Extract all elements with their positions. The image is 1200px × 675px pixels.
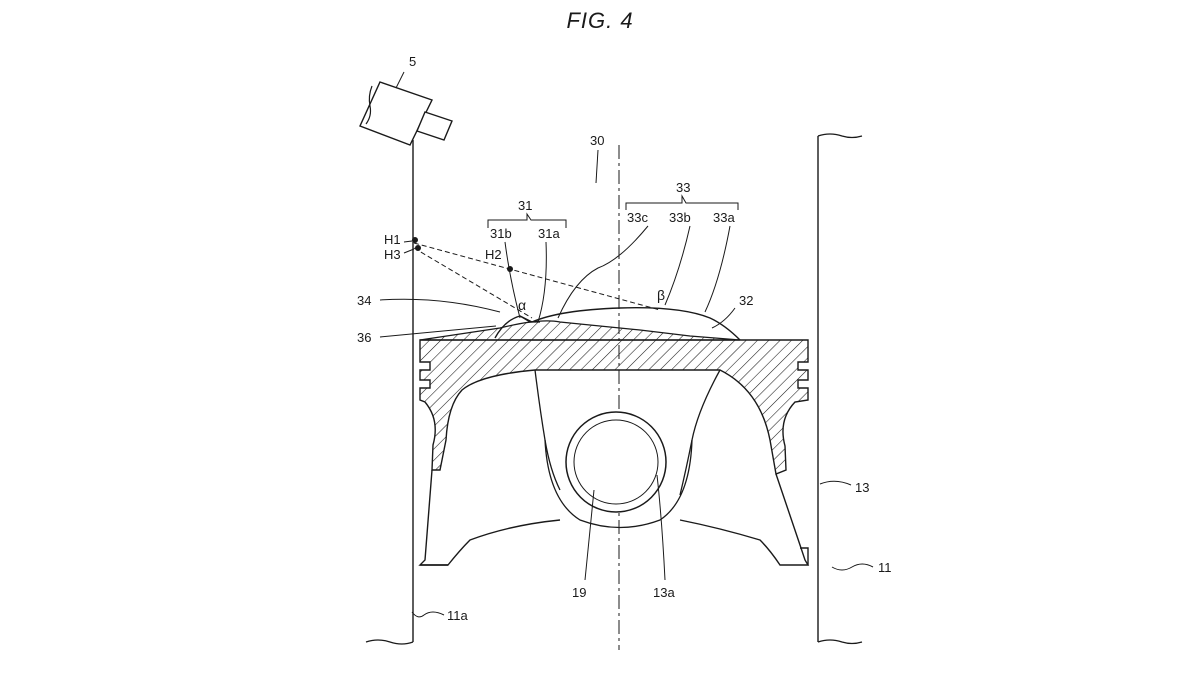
label-surface-32: 32 [739, 293, 753, 308]
label-point-h2: H2 [485, 247, 502, 262]
piston-skirt [418, 469, 810, 566]
label-region-31a: 31a [538, 226, 560, 241]
label-angle-alpha: α [518, 297, 526, 313]
label-region-33: 33 [676, 180, 690, 195]
crown-profile [494, 307, 741, 341]
cylinder-wall-right [817, 133, 863, 645]
figure-title: FIG. 4 [566, 8, 634, 33]
label-angle-beta: β [657, 287, 665, 303]
cylinder-wall-left [365, 140, 414, 645]
piston-crown [419, 320, 809, 475]
label-region-31b: 31b [490, 226, 512, 241]
label-surface-36: 36 [357, 330, 371, 345]
label-injector: 5 [409, 54, 416, 69]
label-piston-13: 13 [855, 480, 869, 495]
leader-lines [379, 149, 874, 618]
label-pin-hole-13a: 13a [653, 585, 675, 600]
pin-hole [565, 411, 667, 513]
label-point-h3: H3 [384, 247, 401, 262]
pin-boss-struts [534, 369, 721, 529]
label-pin-boss-19: 19 [572, 585, 586, 600]
label-region-33b: 33b [669, 210, 691, 225]
label-region-31: 31 [518, 198, 532, 213]
label-surface-34: 34 [357, 293, 371, 308]
spray-lines [413, 242, 661, 319]
label-piston-top: 30 [590, 133, 604, 148]
point-h1 [412, 237, 418, 243]
injector [359, 71, 453, 146]
label-region-33a: 33a [713, 210, 735, 225]
label-cylinder-11: 11 [878, 560, 892, 575]
label-region-33c: 33c [627, 210, 648, 225]
label-wall-11a: 11a [447, 608, 468, 623]
point-h3 [415, 245, 421, 251]
label-point-h1: H1 [384, 232, 401, 247]
